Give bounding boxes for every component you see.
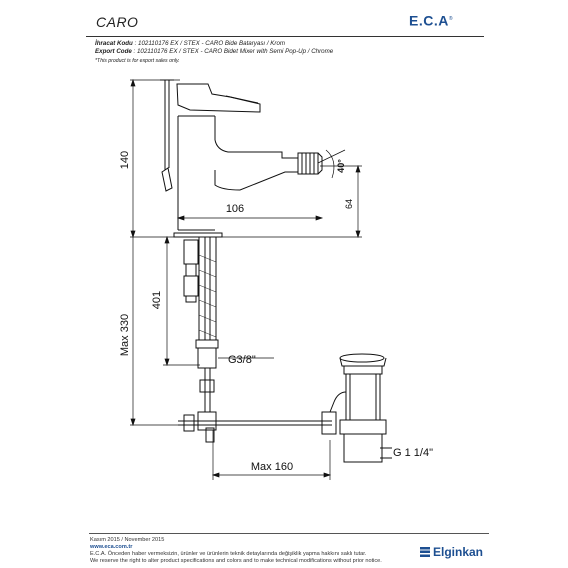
- footer-notice-tr: E.C.A. Önceden haber vermeksizin, ürünle…: [90, 551, 367, 557]
- eca-logo: E.C.A®: [382, 11, 480, 29]
- sheet-footer: Kasım 2015 / November 2015 www.eca.com.t…: [89, 533, 489, 566]
- footer-text: Kasım 2015 / November 2015 www.eca.com.t…: [90, 537, 390, 565]
- dim-401-label: 401: [151, 291, 163, 309]
- hoses-and-connections: [178, 237, 332, 443]
- dim-max-330-label: Max 330: [119, 314, 131, 356]
- dim-140-label: 140: [119, 151, 131, 169]
- dim-max-160-label: Max 160: [251, 461, 293, 473]
- dim-angle-label: 40°: [336, 159, 346, 173]
- thread-g38-label: G3/8": [228, 354, 256, 366]
- export-code-tr-value: : 102110176 EX / STEX - CARO Bide Batary…: [134, 40, 286, 47]
- footer-notice-en: We reserve the right to alter product sp…: [90, 558, 382, 564]
- product-codes: İhracat Kodu : 102110176 EX / STEX - CAR…: [95, 40, 475, 65]
- export-code-tr-row: İhracat Kodu : 102110176 EX / STEX - CAR…: [95, 40, 475, 48]
- export-code-tr-label: İhracat Kodu: [95, 40, 133, 47]
- registered-mark: ®: [448, 16, 454, 22]
- elginkan-logo: Elginkan: [419, 545, 483, 559]
- elginkan-logo-text: Elginkan: [432, 545, 483, 559]
- export-code-en-row: Export Code : 102110176 EX / STEX - CARO…: [95, 48, 475, 56]
- dimension-lines: [130, 78, 362, 480]
- thread-g114-label: G 1 1/4": [393, 447, 433, 459]
- export-code-en-value: : 102110176 EX / STEX - CARO Bidet Mixer…: [133, 48, 334, 56]
- footer-url: www.eca.com.tr: [90, 544, 133, 550]
- footer-date: Kasım 2015 / November 2015: [90, 537, 165, 543]
- elginkan-mark-icon: [419, 547, 430, 557]
- dim-106-label: 106: [226, 203, 244, 215]
- eca-logo-text: E.C.A: [408, 12, 449, 29]
- popup-waste: [321, 353, 392, 463]
- export-code-en-label: Export Code: [95, 48, 132, 56]
- product-title: CARO: [96, 14, 139, 30]
- sheet-header: CARO E.C.A®: [86, 8, 484, 37]
- export-note: *This product is for export sales only.: [95, 57, 180, 64]
- dim-64-label: 64: [344, 199, 354, 209]
